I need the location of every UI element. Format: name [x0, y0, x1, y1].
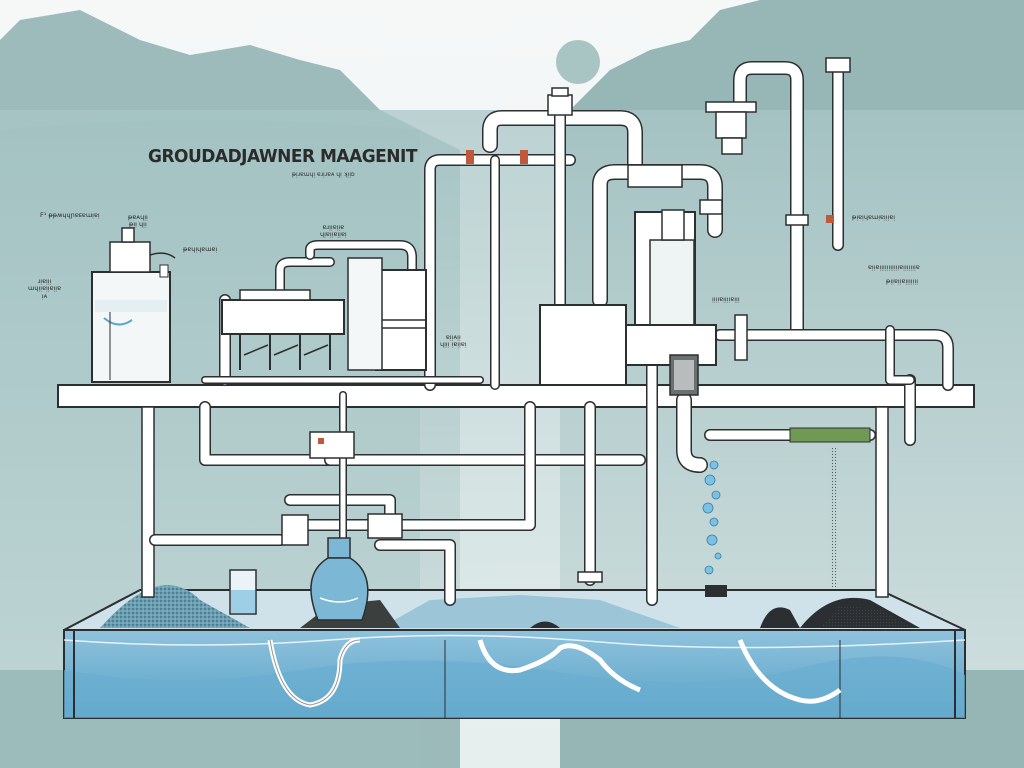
sun	[556, 40, 600, 84]
lower-pipes	[149, 359, 916, 606]
aquifer-basin	[63, 585, 966, 719]
water-droplets	[702, 460, 722, 575]
diagram-title: GROUDADJAWNER MAAGENIT	[148, 146, 417, 168]
blue-flask	[310, 537, 369, 621]
label-left-top-2: ᵽɐᴀɥᴉᴉ ᵽᴉᴉ ɥᴉᴉ	[128, 213, 148, 229]
collection-tank	[91, 227, 176, 383]
heat-exchanger	[221, 289, 345, 370]
label-right-1: ɐᴉᴉɐᴉᴉᴉᴉᴉᴉᴉᴉᴉᴉᴉɐᴉᴉᴉᴉᴉᴉᴉɐ	[868, 263, 920, 271]
label-right-mid: ᴉᴉᴉᴉɐᴉᴉᴉᴉɐᴉᴉᴉ	[712, 295, 740, 303]
label-left-mid-1: ᵽɐɥᴉɥɐɯɐᴉ	[183, 245, 218, 253]
label-right-top: ᵽᴉɐᴉɥɐɯᴉɐᴉᴉᴉɐᴉ	[852, 213, 896, 221]
label-center-mid: ɐᴉᴉᴀᴉᴉ ɥᴉᴉᴉ ᴉɐᴉᴉɐᴉ	[440, 333, 467, 349]
control-box	[539, 304, 748, 396]
label-center-small: ɐɹᴉᴉɐᴉᴉɐ ɥᴉɐᴉᴉɐᴉᴉɐᴉ	[320, 223, 347, 239]
label-left-top: F¹ ᵽᵽʍɥɥɲɐᴇɐɯᴉɐᴉ	[40, 211, 100, 219]
glass-beaker	[229, 569, 257, 615]
diagram-subtitle: ᵽᴉɹɐɯɥᴉ ɐɹᴉɹɐᴀ ɥᴉ ʞᴉᴉᴅ	[292, 171, 355, 178]
dosing-unit	[705, 101, 757, 155]
label-right-2: ᵽᴉᴉɐᴉᴉɐᴉᴉᴉᴉᴉᴉᴉ	[886, 277, 919, 285]
platform	[57, 384, 975, 408]
filter-unit	[347, 257, 427, 371]
label-left-mid-2: ɹᴉɐᴉᴉᴉ ɯɥᴉᴉɐᴉᴉɐᴉᴉɐ ᴉᴀ	[28, 277, 61, 300]
